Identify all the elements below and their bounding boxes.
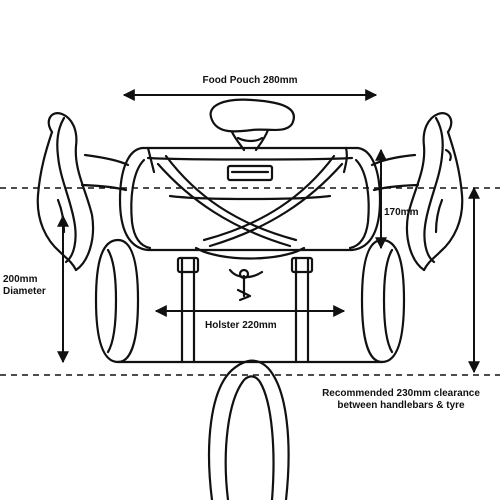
handlebar-left xyxy=(36,112,130,272)
diameter-label: 200mm Diameter xyxy=(3,274,46,298)
food-pouch-width-label: Food Pouch 280mm xyxy=(202,75,298,86)
bungee-cord xyxy=(156,154,344,248)
clearance-label-line1: Recommended 230mm clearance xyxy=(322,388,480,399)
toggle-buckle xyxy=(236,268,252,302)
tyre xyxy=(207,359,290,500)
handlebar-right xyxy=(370,112,464,272)
clearance-label-line2: between handlebars & tyre xyxy=(337,400,465,411)
straps xyxy=(176,246,314,364)
diameter-label-line1: 200mm xyxy=(3,274,38,285)
saddle xyxy=(209,98,295,152)
holster-bag xyxy=(94,238,406,364)
food-pouch-height-label: 170mm xyxy=(384,207,419,218)
diameter-label-line2: Diameter xyxy=(3,286,46,297)
clearance-label: Recommended 230mm clearance between hand… xyxy=(304,388,498,412)
holster-width-label: Holster 220mm xyxy=(205,320,277,331)
